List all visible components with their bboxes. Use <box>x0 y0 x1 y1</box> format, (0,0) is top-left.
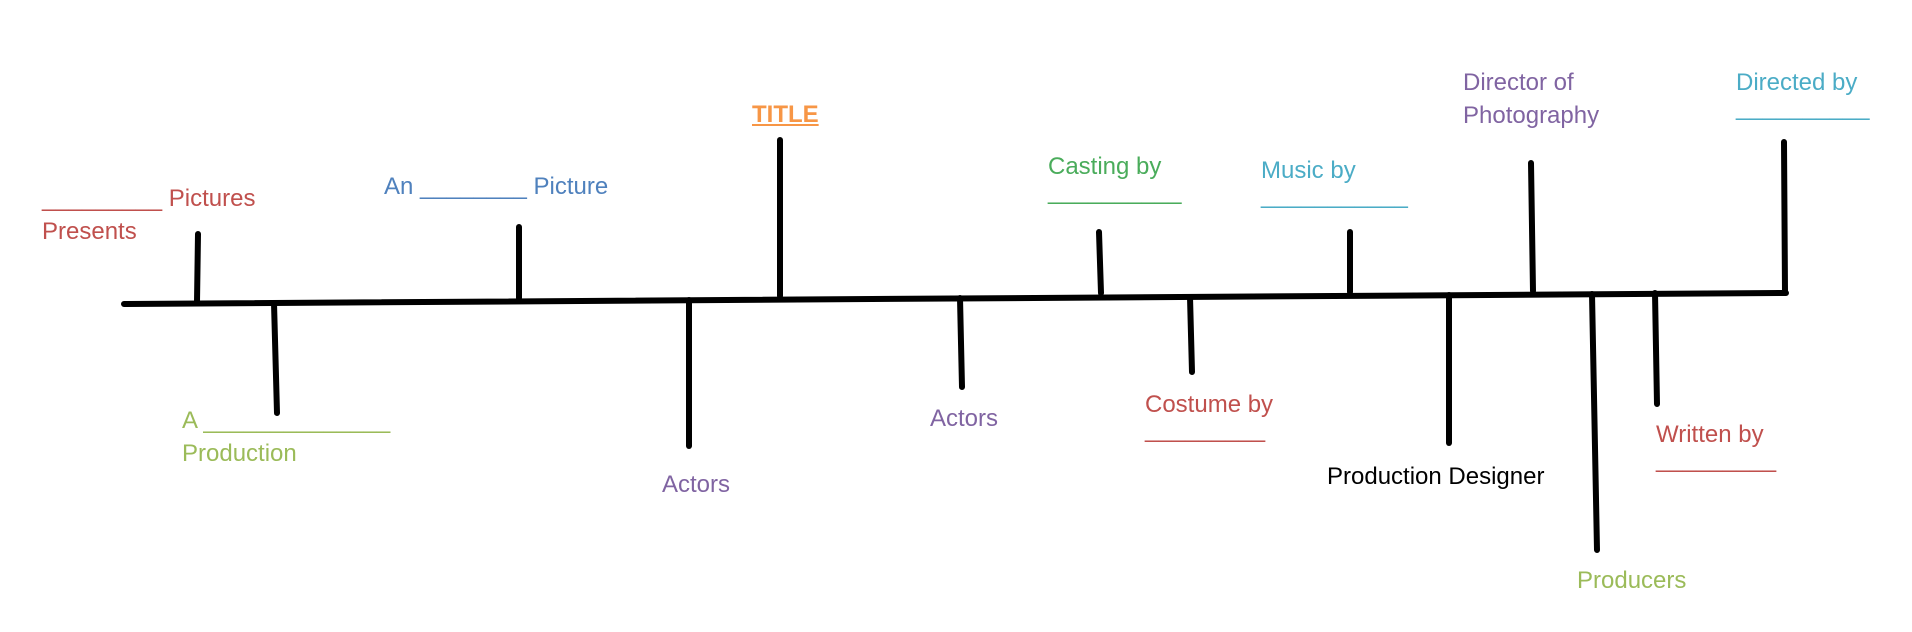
a-production-label: A ______________ Production <box>182 404 390 470</box>
production-designer-label: Production Designer <box>1327 460 1544 493</box>
pictures-line: _________ Pictures <box>42 185 256 212</box>
tick-actors-2 <box>957 295 965 390</box>
directed-by-text: Directed by <box>1736 69 1858 96</box>
an-picture-label: An ________ Picture <box>384 170 608 203</box>
actors-label-2: Actors <box>930 402 998 435</box>
timeline-spine <box>121 290 1789 307</box>
casting-by-text: Casting by <box>1048 153 1162 180</box>
director-of-text: Director of <box>1463 69 1574 96</box>
directed-by-label: Directed by __________ <box>1736 66 1869 124</box>
music-by-label: Music by ___________ <box>1261 154 1408 212</box>
production-designer-text: Production Designer <box>1327 463 1545 490</box>
tick-directed-by <box>1781 139 1788 295</box>
directed-blank: __________ <box>1736 94 1870 121</box>
title-text: TITLE <box>752 101 819 128</box>
casting-by-label: Casting by __________ <box>1048 150 1181 208</box>
production-text: Production <box>182 440 297 467</box>
actors-text-2: Actors <box>930 405 999 432</box>
written-blank: _________ <box>1656 446 1777 473</box>
written-by-text: Written by <box>1656 421 1764 448</box>
music-by-text: Music by <box>1261 157 1356 184</box>
producers-label: Producers <box>1577 564 1686 597</box>
a-blank-text: A ______________ <box>182 407 391 434</box>
written-by-label: Written by _________ <box>1656 418 1776 476</box>
tick-pictures-presents <box>194 231 201 305</box>
tick-a-production <box>271 300 280 416</box>
tick-casting-by <box>1096 229 1104 296</box>
music-blank: ___________ <box>1261 182 1408 209</box>
tick-director-of-photography <box>1528 160 1536 294</box>
pictures-presents-label: _________ Pictures Presents <box>42 182 256 248</box>
actors-label-1: Actors <box>662 468 730 501</box>
director-of-photography-label: Director of Photography <box>1463 66 1599 132</box>
producers-text: Producers <box>1577 567 1687 594</box>
an-picture-text: An ________ Picture <box>384 173 609 200</box>
tick-producers <box>1589 291 1600 553</box>
costume-blank: _________ <box>1145 416 1266 443</box>
title-label: TITLE <box>752 98 819 131</box>
casting-blank: __________ <box>1048 178 1182 205</box>
costume-by-text: Costume by <box>1145 391 1274 418</box>
tick-costume-by <box>1187 294 1195 375</box>
presents-line: Presents <box>42 218 137 245</box>
tick-written-by <box>1652 290 1660 407</box>
photography-text: Photography <box>1463 102 1600 129</box>
actors-text-1: Actors <box>662 471 731 498</box>
costume-by-label: Costume by _________ <box>1145 388 1273 446</box>
